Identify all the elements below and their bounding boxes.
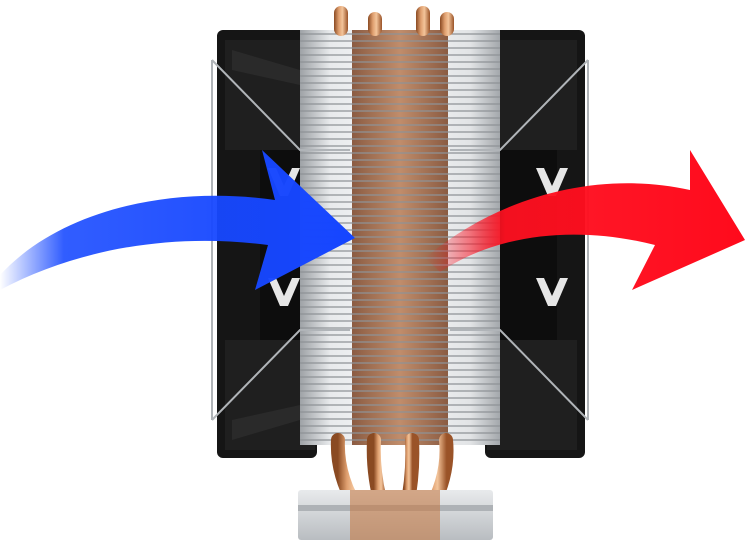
fan-logo-right — [536, 168, 568, 306]
exhaust-airflow-arrow — [425, 150, 745, 290]
intake-airflow-arrow — [0, 150, 355, 290]
cooler-base — [298, 490, 493, 540]
heatpipe-tips — [334, 6, 454, 36]
